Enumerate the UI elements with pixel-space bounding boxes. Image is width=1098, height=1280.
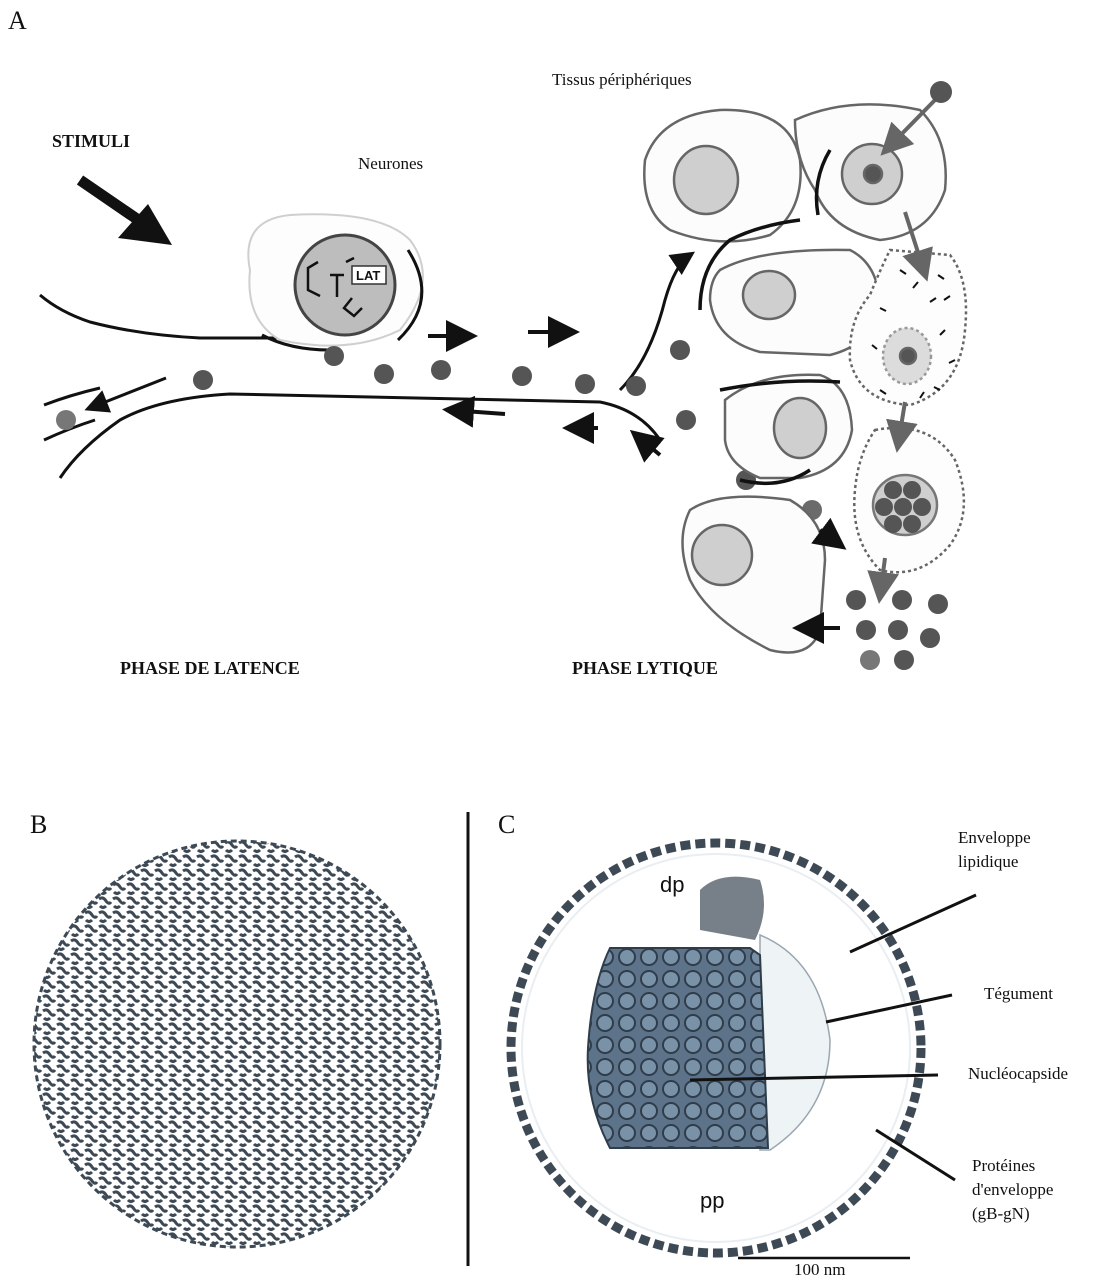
proteines-label: Protéines d'enveloppe (gB-gN) <box>972 1154 1082 1226</box>
peripheral-cells <box>644 104 966 652</box>
neuron-body: LAT <box>248 214 423 350</box>
pp-label: pp <box>700 1188 724 1214</box>
nucleocapside-label: Nucléocapside <box>968 1064 1068 1084</box>
virion-surface-render <box>34 841 440 1247</box>
axon-virions <box>56 212 822 520</box>
scale-label: 100 nm <box>794 1260 845 1280</box>
dp-label: dp <box>660 872 684 898</box>
lat-tag: LAT <box>356 268 380 283</box>
panel-b-letter: B <box>30 810 47 840</box>
panel-c-letter: C <box>498 810 515 840</box>
enveloppe-label: Enveloppe lipidique <box>958 826 1068 874</box>
tegument-label: Tégument <box>984 984 1053 1004</box>
nucleocapsid <box>588 948 768 1148</box>
stimuli-arrow <box>80 180 172 245</box>
neuron-nucleus <box>295 235 395 335</box>
transport-arrows <box>428 332 660 455</box>
